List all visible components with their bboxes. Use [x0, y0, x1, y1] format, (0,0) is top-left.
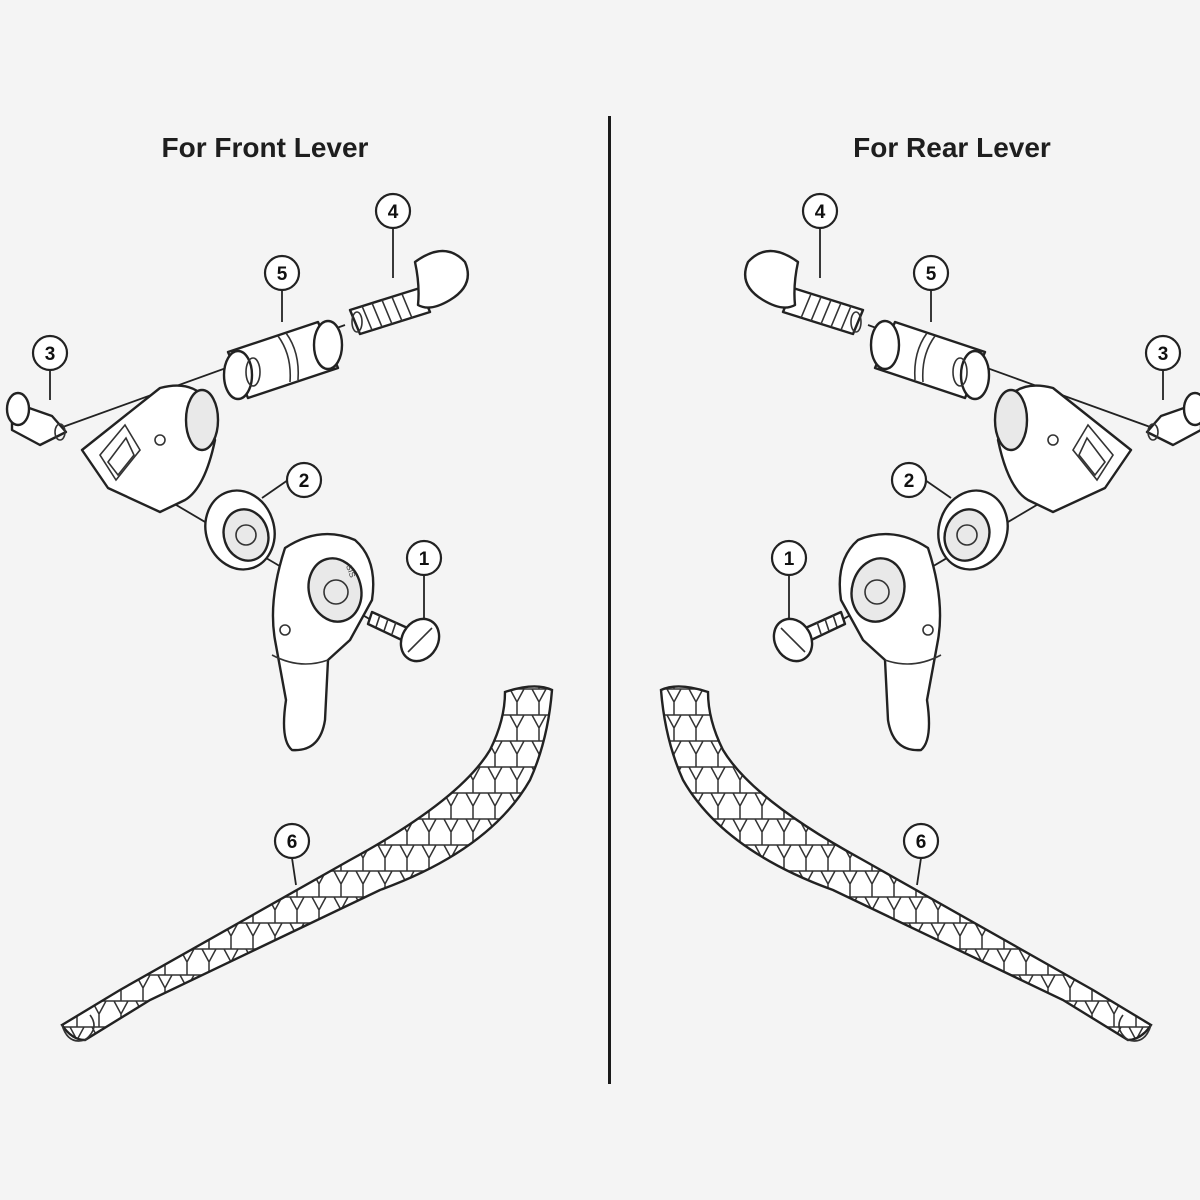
rear-lever-mount [993, 384, 1133, 514]
rear-part-4-bolt [743, 249, 865, 336]
front-part-1-lever: SIS [271, 532, 375, 752]
front-lever-mount [80, 384, 220, 514]
svg-text:5: 5 [277, 264, 288, 285]
front-part-5-sleeve [222, 319, 344, 401]
rear-callout-2: 2 [890, 461, 928, 499]
front-callout-4: 4 [374, 192, 412, 278]
front-lever-assembly: SIS 1 2 3 [5, 192, 554, 1042]
svg-text:2: 2 [299, 471, 310, 492]
front-callout-1: 1 [405, 539, 443, 618]
rear-lever-assembly [659, 228, 1200, 1042]
svg-text:1: 1 [784, 549, 795, 570]
rear-callout-3: 3 [1144, 334, 1182, 372]
rear-part-1-lever [838, 532, 942, 752]
front-callout-3: 3 [31, 334, 69, 400]
rear-part-6-tape [659, 685, 1153, 1042]
front-part-6-tape [60, 685, 554, 1042]
front-part-2-washer [204, 489, 276, 571]
svg-text:3: 3 [1158, 344, 1169, 365]
front-callout-6: 6 [273, 822, 311, 886]
svg-text:4: 4 [388, 202, 399, 223]
rear-part-1-screw [772, 610, 847, 663]
rear-callout-1: 1 [770, 539, 808, 577]
front-part-3-bushing [5, 391, 68, 447]
svg-text:1: 1 [419, 549, 430, 570]
front-lever-marking: SIS [344, 564, 357, 579]
front-part-4-bolt [348, 249, 470, 336]
rear-callout-4: 4 [801, 192, 839, 230]
svg-text:3: 3 [45, 344, 56, 365]
front-part-1-screw [366, 610, 441, 663]
svg-text:5: 5 [926, 264, 937, 285]
svg-text:6: 6 [916, 832, 927, 853]
rear-part-2-washer [937, 489, 1009, 571]
rear-callout-6: 6 [902, 822, 940, 860]
svg-text:2: 2 [904, 471, 915, 492]
front-lever-title: For Front Lever [161, 132, 369, 163]
rear-callout-5: 5 [912, 254, 950, 292]
rear-lever-title: For Rear Lever [853, 132, 1051, 163]
rear-part-3-bushing [1145, 391, 1200, 447]
front-callout-5: 5 [263, 254, 301, 322]
svg-text:4: 4 [815, 202, 826, 223]
rear-part-5-sleeve [869, 319, 991, 401]
panel-divider [608, 116, 611, 1084]
svg-text:6: 6 [287, 832, 298, 853]
front-callout-2: 2 [261, 461, 323, 499]
